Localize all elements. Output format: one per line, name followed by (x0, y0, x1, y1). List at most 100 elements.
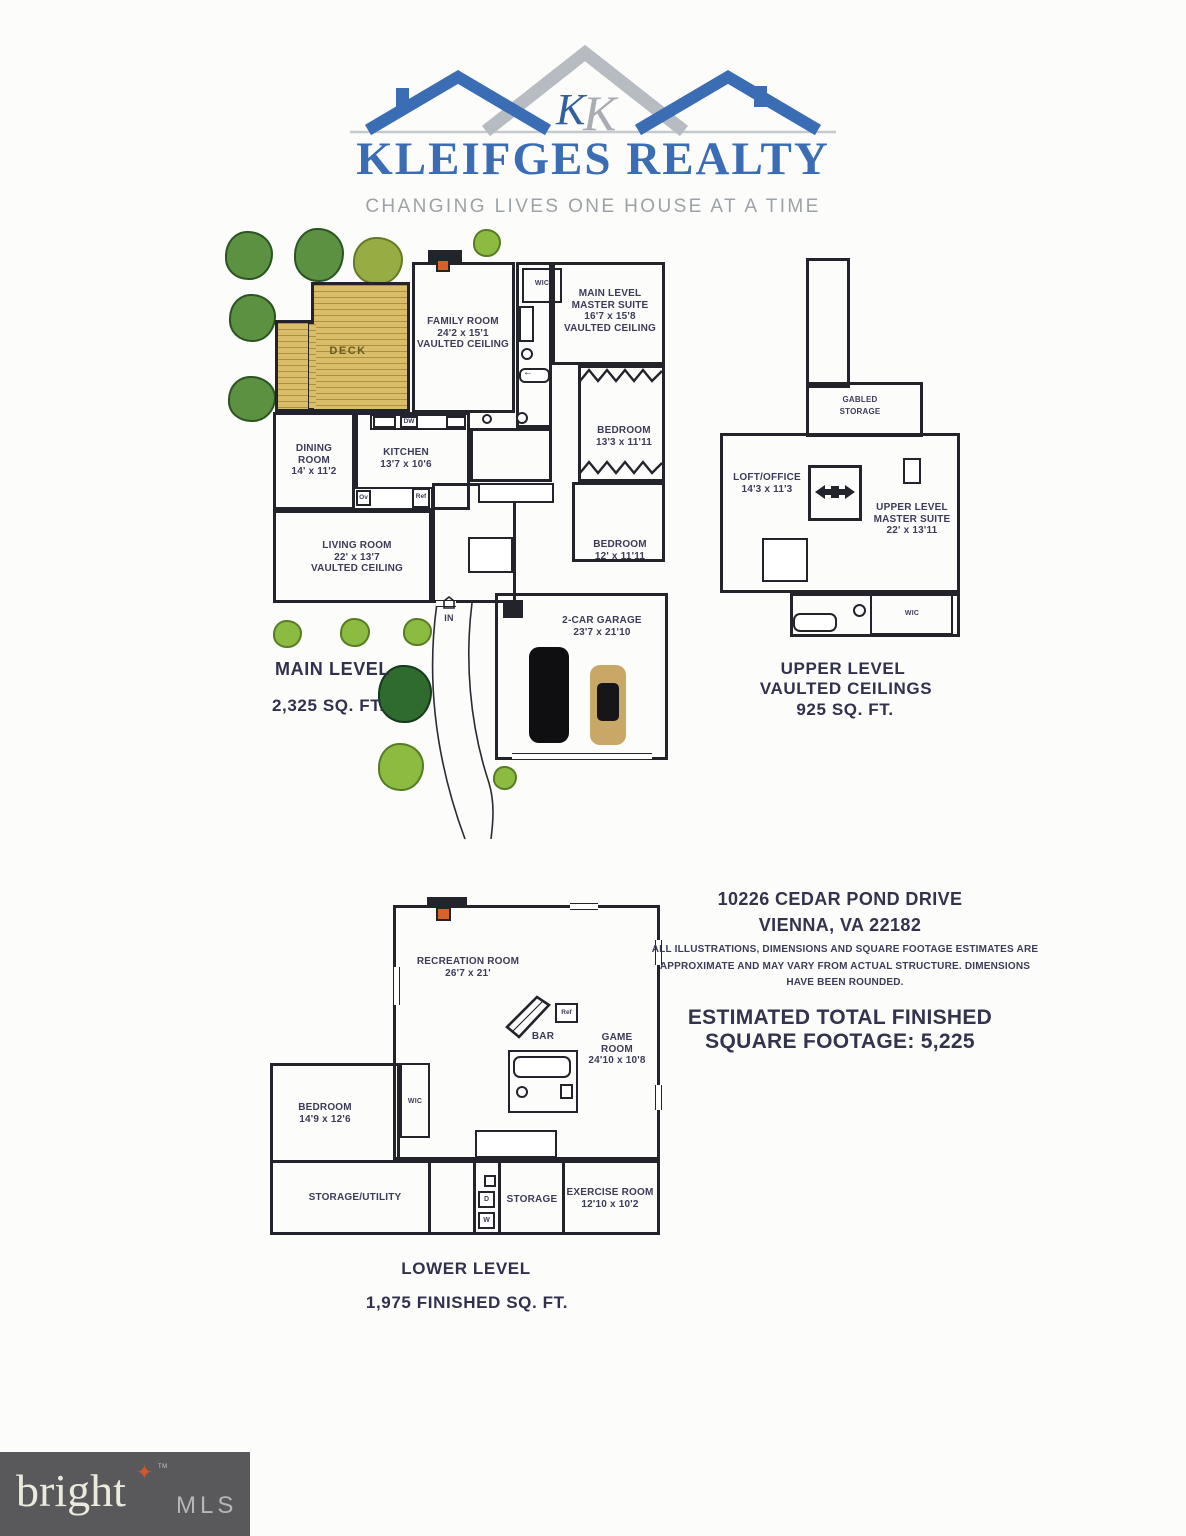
hall-corridor (516, 262, 552, 428)
lower-bathroom (508, 1050, 578, 1113)
monogram-k-gray: K (582, 85, 619, 140)
fireplace-icon (436, 259, 450, 272)
oven-label: Ov (359, 494, 368, 501)
room-label-deck: DECK (329, 345, 367, 357)
bathtub-icon (793, 613, 837, 632)
garage-door (512, 753, 652, 760)
room-dining (273, 412, 355, 510)
room-master (552, 262, 665, 365)
trademark-label: TM (158, 1464, 168, 1470)
staircase (468, 537, 513, 573)
driveway-path (431, 603, 494, 840)
room-label-wic-upper: WIC (904, 610, 920, 617)
lower-level-title: LOWER LEVEL (401, 1259, 531, 1278)
fridge-label: Ref (561, 1009, 572, 1016)
upper-main-outline (720, 433, 960, 593)
room-label-bar: BAR (531, 1031, 555, 1042)
tree (473, 229, 501, 257)
dryer-label: D (483, 1196, 490, 1203)
window (570, 903, 598, 910)
tub-arrow-icon: ← (523, 367, 533, 378)
tree (229, 294, 276, 342)
cooktop-icon (373, 416, 396, 428)
deck (275, 320, 311, 412)
toilet-icon (853, 604, 866, 617)
fridge-label: Ref (415, 493, 427, 500)
deck (311, 282, 410, 412)
door-gap (436, 600, 456, 607)
washer-label: W (483, 1217, 490, 1224)
entry-door-icon (443, 596, 455, 609)
closet-zigzag (580, 368, 663, 383)
counter-box (446, 416, 466, 428)
closet-zigzag (580, 460, 663, 475)
bathtub-icon (513, 1056, 571, 1078)
tree (273, 620, 302, 648)
upper-level-title: UPPER LEVEL (780, 659, 906, 678)
water-heater (503, 600, 523, 618)
dishwasher-label: DW (403, 418, 415, 425)
tree (353, 237, 403, 285)
deck (309, 324, 316, 408)
brand-tagline: CHANGING LIVES ONE HOUSE AT A TIME (365, 196, 821, 217)
main-level-sqft: 2,325 SQ. FT. (272, 696, 385, 715)
lower-main-outline (393, 905, 660, 1160)
toilet-icon (521, 348, 533, 360)
lower-band-outline (270, 1160, 660, 1235)
upper-level-sqft: 925 SQ. FT. (796, 700, 894, 719)
tree (228, 376, 276, 422)
dishwasher-icon (400, 416, 418, 428)
washer-icon (478, 1212, 495, 1229)
room-wic-lower (400, 1063, 430, 1138)
sink-icon (560, 1084, 573, 1099)
room-label-wic: WIC (534, 280, 550, 287)
room-label-storage-utility: STORAGE/UTILITY (308, 1192, 402, 1203)
room-bedroom1 (578, 365, 665, 482)
window (393, 967, 400, 1005)
bar-counter (505, 995, 551, 1039)
chimney (427, 897, 467, 908)
wall (562, 1160, 565, 1235)
mls-label: MLS (176, 1492, 238, 1519)
gabled-shaft (806, 258, 850, 388)
linen-shelves (519, 306, 534, 342)
brightmls-logo: bright ✦ TM MLS (0, 1452, 250, 1536)
sink-icon (482, 414, 492, 424)
room-wic-upper (870, 593, 953, 635)
bathtub-icon (519, 368, 550, 383)
window-box (903, 458, 921, 484)
address-line2: VIENNA, VA 22182 (758, 915, 922, 935)
staircase (762, 538, 808, 582)
logo-roofs-icon: K K (350, 44, 836, 140)
tree (378, 743, 424, 791)
monogram-k-blue: K (555, 85, 588, 134)
disclaimer: ALL ILLUSTRATIONS, DIMENSIONS AND SQUARE… (651, 944, 1039, 988)
porch-rail (478, 483, 554, 503)
address-line1: 10226 CEDAR POND DRIVE (717, 889, 963, 909)
dryer-icon (478, 1191, 495, 1208)
room-wic (522, 268, 562, 303)
main-level-plan: DECK DW Ov Ref (220, 228, 675, 848)
window (655, 940, 662, 965)
tree (294, 228, 344, 282)
fireplace-icon (436, 907, 451, 921)
estimate-line2: SQUARE FOOTAGE: 5,225 (705, 1030, 975, 1053)
upper-level-subtitle: VAULTED CEILINGS (759, 679, 933, 698)
main-level-title: MAIN LEVEL (275, 659, 391, 679)
staircase (475, 1130, 557, 1158)
wall (473, 1160, 476, 1235)
wall (428, 1160, 431, 1235)
stair-shaft (808, 465, 862, 521)
